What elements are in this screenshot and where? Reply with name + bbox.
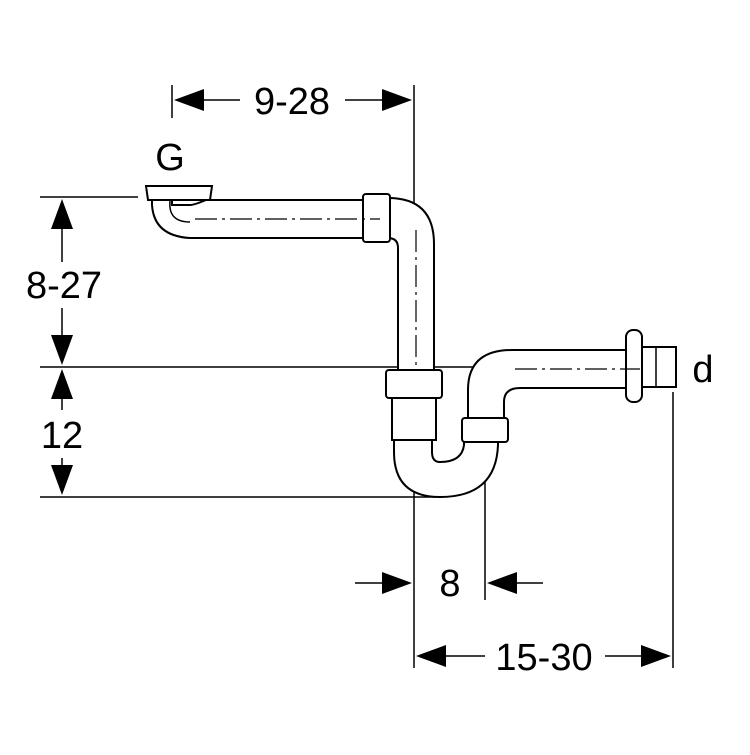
siphon-pipework — [144, 185, 677, 499]
dimension-inlet-height — [51, 199, 73, 365]
upper-elbow — [387, 196, 435, 373]
label-outlet-diameter: d — [692, 349, 713, 391]
outlet-stub — [641, 346, 677, 388]
dimension-top-width — [174, 89, 412, 111]
label-trap-depth: 12 — [41, 415, 83, 457]
centerlines — [195, 218, 640, 370]
right-coupling — [461, 417, 509, 443]
dimension-trap-offset — [355, 572, 543, 594]
label-trap-offset: 8 — [439, 563, 460, 605]
label-top-width: 9-28 — [254, 81, 330, 123]
arrow-down-icon — [51, 465, 73, 495]
outlet-flange — [625, 329, 643, 403]
label-outlet-length: 15-30 — [495, 637, 592, 679]
arrow-left-icon — [487, 572, 517, 594]
upper-coupling — [362, 193, 391, 243]
arrow-up-icon — [51, 369, 73, 399]
u-bend — [393, 437, 499, 499]
arrow-down-icon — [51, 335, 73, 365]
vertical-lower — [391, 397, 437, 441]
label-inlet-thread: G — [155, 137, 185, 179]
outlet-elbow — [467, 349, 629, 419]
arrow-right-icon — [382, 89, 412, 111]
dimension-trap-depth — [51, 369, 73, 495]
vertical-collar — [385, 369, 443, 399]
arrow-up-icon — [51, 199, 73, 229]
arrow-right-icon — [641, 645, 671, 667]
dimension-outlet-length — [416, 645, 671, 667]
arrow-left-icon — [416, 645, 446, 667]
arrow-right-icon — [382, 572, 412, 594]
arrow-left-icon — [174, 89, 204, 111]
label-inlet-height: 8-27 — [26, 265, 102, 307]
inlet-fitting — [144, 185, 366, 239]
